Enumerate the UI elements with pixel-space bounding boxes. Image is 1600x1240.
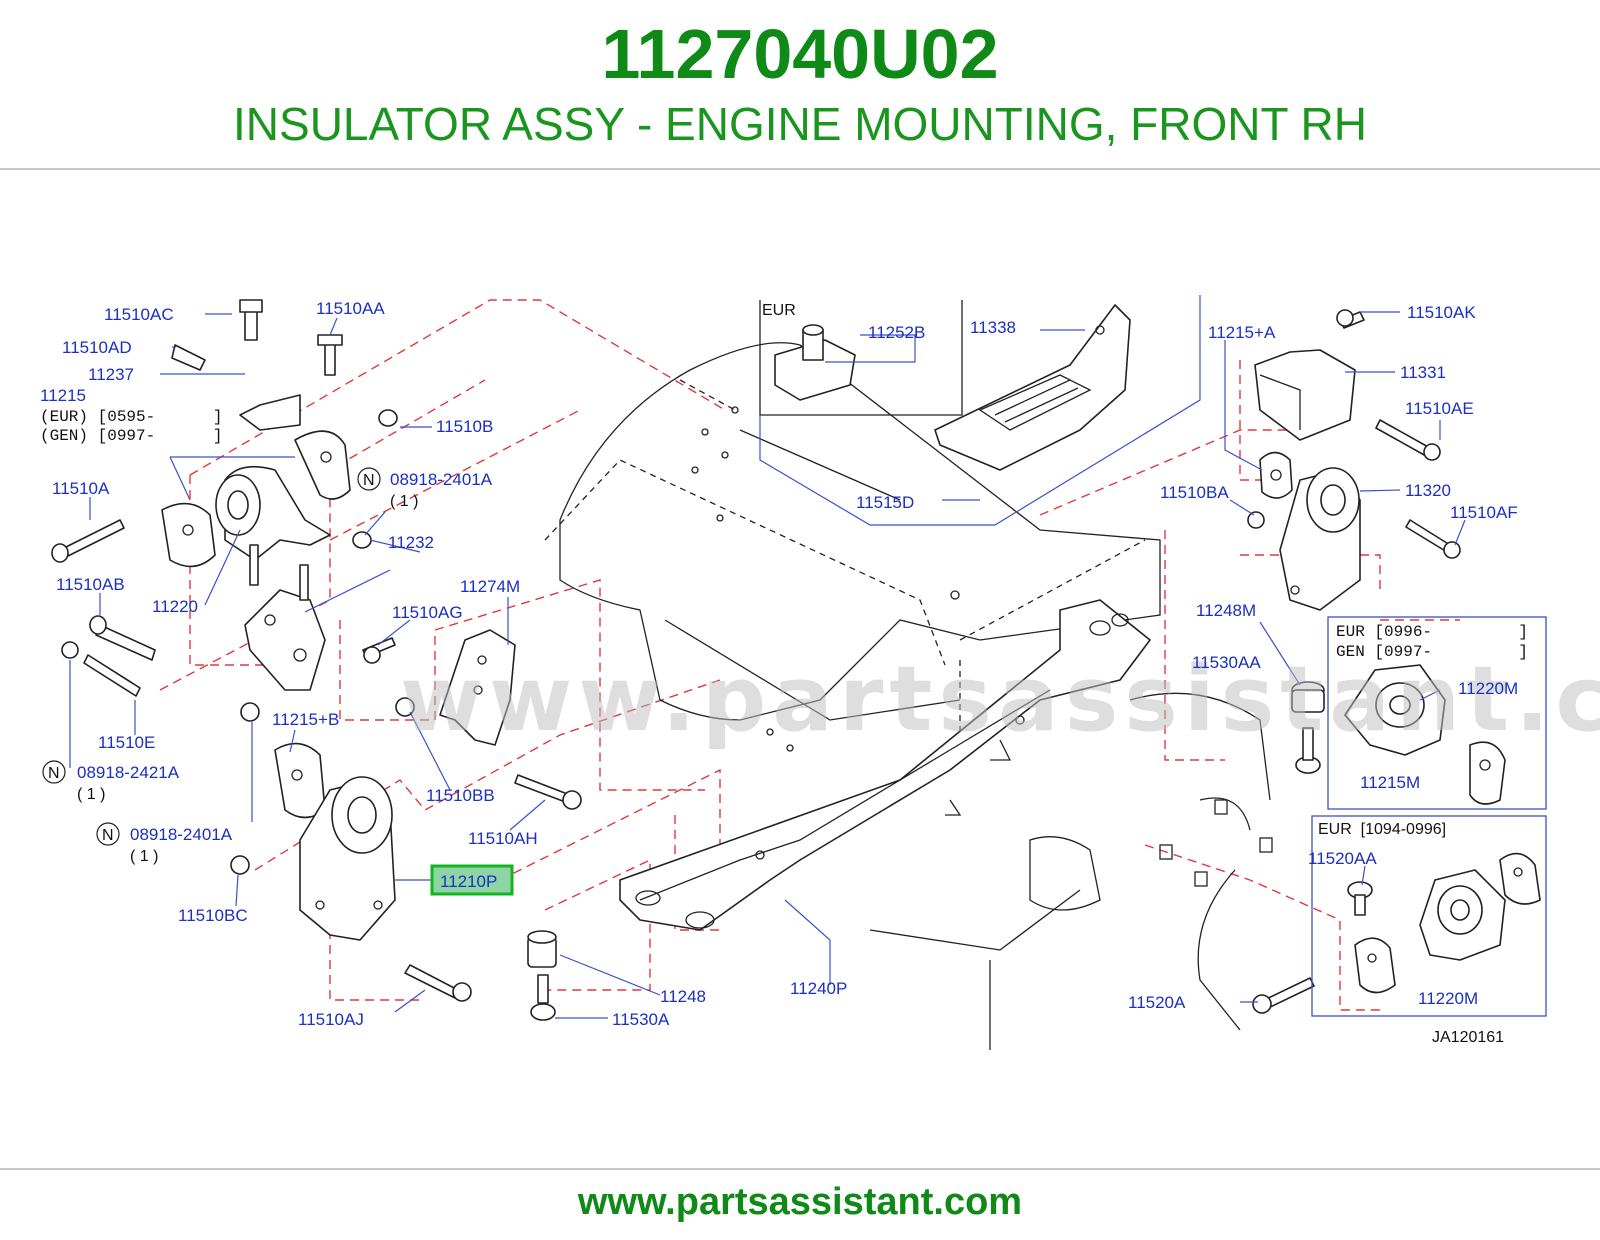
label-11515d: 11515D — [856, 493, 914, 512]
label-11510ag: 11510AG — [392, 603, 463, 622]
label-11510ac: 11510AC — [104, 305, 174, 324]
label-11248: 11248 — [660, 987, 706, 1006]
label-11320: 11320 — [1405, 481, 1451, 500]
label-11252b: 11252B — [868, 323, 925, 342]
highlight-box-11210p — [430, 864, 514, 896]
crossmember-11240p-drawing — [619, 599, 1151, 931]
label-11237: 11237 — [88, 365, 134, 384]
right-mount-cluster-drawing — [1247, 309, 1461, 1014]
label-11331: 11331 — [1400, 363, 1446, 382]
label-11274m: 11274M — [460, 577, 520, 596]
label-11215-eur: (EUR) [0595- ] — [40, 408, 222, 426]
eur-box-11252b — [759, 300, 963, 416]
label-11530aa: 11530AA — [1192, 653, 1261, 672]
eur-box-title: EUR — [762, 302, 796, 319]
label-11215m: 11215M — [1360, 773, 1420, 792]
label-11510ad: 11510AD — [62, 338, 132, 357]
diagram-code: JA120161 — [1432, 1029, 1504, 1046]
label-08918-2401a-bottom: 08918-2401A — [130, 825, 233, 844]
header-divider — [0, 168, 1600, 170]
mount-11248-11530a-drawing — [527, 930, 557, 1021]
n-circle-1 — [357, 467, 381, 491]
label-11248m: 11248M — [1196, 601, 1256, 620]
engine-dashed-outline — [544, 379, 1146, 740]
footer-website[interactable]: www.partsassistant.com — [577, 1181, 1023, 1223]
box-eur-gen-head1: EUR [0996- ] — [1336, 623, 1528, 641]
n-circle-2 — [42, 760, 66, 784]
label-11510ah: 11510AH — [468, 829, 538, 848]
box-eur-gen-11220m — [1327, 616, 1547, 810]
footer-divider — [0, 1168, 1600, 1170]
label-11510aa: 11510AA — [316, 299, 385, 318]
label-11510a: 11510A — [52, 479, 110, 498]
label-11530a: 11530A — [612, 1010, 670, 1029]
label-11510ak: 11510AK — [1407, 303, 1476, 322]
n-mark-3: N — [102, 827, 114, 844]
frame-11338-leaders — [759, 295, 1201, 526]
part-name-subtitle: INSULATOR ASSY - ENGINE MOUNTING, FRONT … — [233, 98, 1367, 150]
qty-3: ( 1 ) — [130, 848, 158, 865]
n-mark-2: N — [48, 765, 60, 782]
box-eur-gen-head2: GEN [0997- ] — [1336, 643, 1528, 661]
box-eur-lower-head: EUR [1094-0996] — [1318, 821, 1446, 838]
label-11220: 11220 — [152, 597, 198, 616]
label-11215: 11215 — [40, 386, 86, 405]
part-number-title: 1127040U02 — [601, 15, 999, 93]
label-11510ba: 11510BA — [1160, 483, 1229, 502]
qty-2: ( 1 ) — [77, 786, 105, 803]
label-08918-2421a: 08918-2421A — [77, 763, 180, 782]
bracket-11274m-drawing — [395, 629, 582, 810]
qty-1: ( 1 ) — [390, 493, 418, 510]
label-11210p-highlighted[interactable]: 11210P — [440, 872, 497, 891]
label-11338: 11338 — [970, 318, 1016, 337]
box-eur-11220m-lower — [1311, 815, 1547, 1017]
left-mount-cluster-drawing — [51, 299, 398, 722]
insulator-11210p-drawing — [230, 742, 472, 1002]
label-11520a: 11520A — [1128, 993, 1186, 1012]
label-08918-2401a-top: 08918-2401A — [390, 470, 493, 489]
label-11510e: 11510E — [98, 733, 155, 752]
label-11510ab: 11510AB — [56, 575, 125, 594]
label-11232: 11232 — [388, 533, 434, 552]
bracket-11338-drawing — [934, 304, 1131, 471]
label-11510ae: 11510AE — [1405, 399, 1474, 418]
label-11215-gen: (GEN) [0997- ] — [40, 427, 222, 445]
part-labels: 11510AC 11510AA 11510AD 11237 11215 (EUR… — [40, 299, 1528, 1046]
label-11510b: 11510B — [436, 417, 493, 436]
engine-block-outline — [559, 342, 1273, 1050]
label-11510af: 11510AF — [1450, 503, 1518, 522]
label-11520aa: 11520AA — [1308, 849, 1377, 868]
parts-diagram: www.partsassistant.com 11510AC 11510AA 1… — [40, 295, 1600, 1050]
label-11510aj: 11510AJ — [298, 1010, 364, 1029]
label-11510bc: 11510BC — [178, 906, 248, 925]
watermark: www.partsassistant.com — [400, 647, 1600, 752]
label-11220m-upper: 11220M — [1458, 679, 1518, 698]
label-11510bb: 11510BB — [426, 786, 495, 805]
n-circle-3 — [96, 822, 120, 846]
leader-lines — [69, 311, 1466, 1019]
label-11215b: 11215+B — [272, 710, 339, 729]
label-11240p: 11240P — [790, 979, 847, 998]
label-11215a: 11215+A — [1208, 323, 1276, 342]
n-mark-1: N — [363, 472, 375, 489]
label-11220m-lower: 11220M — [1418, 989, 1478, 1008]
